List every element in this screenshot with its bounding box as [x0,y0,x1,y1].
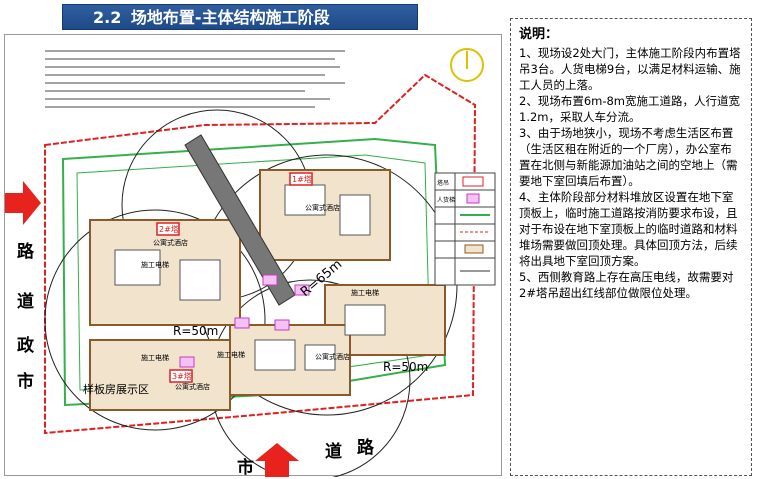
building-label-a: 公寓式酒店 [305,203,340,212]
building-label-c: 公寓式酒店 [315,352,350,361]
elevator-label-3: 施工电梯 [217,350,245,359]
note-item-3: 3、由于场地狭小，现场不考虑生活区布置（生活区租在附近的一个厂房），办公室布置在… [519,126,738,188]
showroom-label: 样板房展示区 [83,382,149,396]
title-text: 场地布置-主体结构施工阶段 [130,8,330,27]
elevator-label-4: 施工电梯 [141,353,169,362]
radius-label-2: R=50m [173,324,218,338]
note-item-4: 4、主体阶段部分材料堆放区设置在地下室顶板上，临时施工道路按消防要求布设，且对于… [519,190,738,268]
note-item-1: 1、现场设2处大门，主体施工阶段内布置塔吊3台。人货电梯9台，以满足材料运输、施… [519,46,741,92]
road-left-char-2: 道 [17,291,34,312]
legend-item-crane: 塔吊 [437,179,449,187]
north-compass-icon [450,48,484,82]
road-bottom-char-4: 路 [357,437,375,458]
note-item-5: 5、西侧教育路上存在高压电线，故需要对2#塔吊超出红线部位做限位处理。 [519,270,734,300]
legend-item-elevator: 人货梯 [437,196,455,204]
gate-arrow-west-icon [5,181,41,225]
road-left-char-3: 政 [17,335,35,356]
radius-label-3: R=50m [383,360,428,374]
crane-radius-2 [44,209,266,431]
site-plan: 1#塔 2#塔 3#塔 公寓式酒店 公寓式酒店 公寓式酒店 公寓式酒店 施工电梯… [4,34,502,477]
construction-road [61,137,447,407]
legend-box [434,172,496,286]
gate-arrow-south-icon [255,443,299,477]
slide-title: 2.2 场地布置-主体结构施工阶段 [62,4,418,30]
building-label-b: 公寓式酒店 [153,238,188,247]
notes-heading: 说明： [519,27,559,42]
road-bottom-char-1: 市 [237,457,254,477]
road-left-char-1: 路 [17,241,35,262]
site-boundary [44,73,477,435]
note-item-2: 2、现场布置6m-8m宽施工道路，人行道宽1.2m，采取人车分流。 [519,94,741,124]
tower-label-1: 1#塔 [292,174,312,184]
road-left-char-4: 市 [17,371,34,392]
site-plan-drawing: 1#塔 2#塔 3#塔 公寓式酒店 公寓式酒店 公寓式酒店 公寓式酒店 施工电梯… [5,48,496,477]
elevator-label-2: 施工电梯 [351,288,379,297]
elevator-label-1: 施工电梯 [141,260,169,269]
road-bottom-char-3: 道 [325,441,342,462]
building-e [89,339,231,411]
tower-label-2: 2#塔 [159,224,179,234]
title-number: 2.2 [93,8,122,27]
building-label-d: 公寓式酒店 [175,382,210,391]
notes-panel: 说明： 1、现场设2处大门，主体施工阶段内布置塔吊3台。人货电梯9台，以满足材料… [510,18,752,476]
plan-notes-block [45,50,345,108]
tower-label-3: 3#塔 [172,371,192,381]
